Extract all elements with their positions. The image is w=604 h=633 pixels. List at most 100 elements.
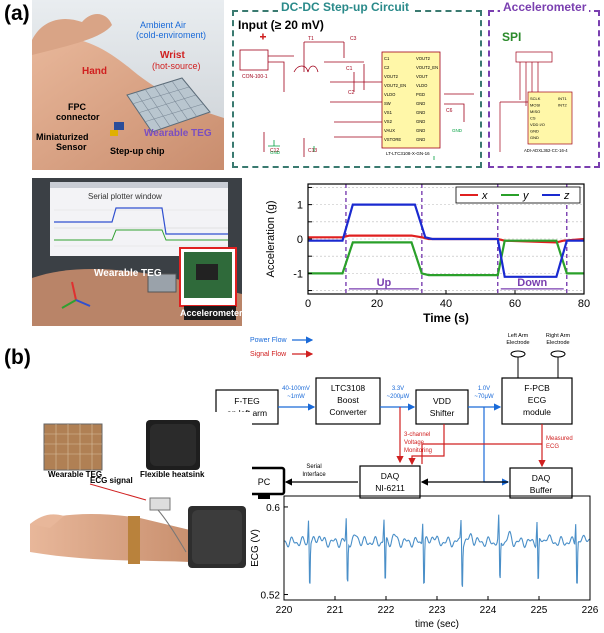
daq-buffer-block [509,467,573,499]
x-tick-label: 20 [371,298,383,310]
wrist-label: Wrist [160,50,185,61]
chip-pin-label: VS1 [384,110,393,115]
accel-title: Accelerometer [500,0,590,14]
ecg-y-tick-label: 0.52 [261,591,281,602]
pc-label: PC [258,477,271,487]
x-tick-label: 80 [578,298,590,310]
chip-pin-label: VLDO [384,92,396,97]
svg-text:C1: C1 [346,66,353,72]
voltage-line2: Voltage [404,440,425,446]
region-annotation: Up [377,277,392,289]
measured-line2: ECG [546,444,559,450]
dcdc-title: DC-DC Step-up Circuit [278,0,412,14]
y-tick-label: -1 [293,268,303,280]
x-tick-label: 40 [440,298,452,310]
accel-pin-label: VDD I/O [530,122,545,127]
serial-window-label: Serial plotter window [88,192,162,201]
buffer-line2: Buffer [530,485,553,495]
ecg-x-tick-label: 222 [378,605,395,616]
ecg-block-diagram: Power Flow Signal Flow F-TEG on left arm… [215,333,573,499]
setup-teg-label: Wearable TEG [94,268,162,279]
arrow1-power: ~1mW [287,394,305,400]
series-line-y [308,239,584,277]
chip-pin-label: VOUT [416,74,428,79]
wrist-photo-graphic [32,0,224,170]
teg-label: Wearable TEG [144,128,212,139]
x-axis-label: Time (s) [423,311,469,325]
arrow1-voltage: 40-100mV [282,386,310,392]
setup-photo-graphic [32,178,242,326]
chip-pin-label: GND [416,110,425,115]
chip-pin-label: SW [384,101,391,106]
voltage-line3: Monitoring [404,448,432,454]
ecg-x-tick-label: 220 [276,605,293,616]
chip-label: Step-up chip [110,146,165,156]
ecg-x-tick-label: 226 [582,605,599,616]
arm-photo: Wearable TEG Flexible heatsink ECG signa… [30,412,252,582]
chip-pin-label: GND [416,137,425,142]
gnd-label: GND [270,150,281,155]
ambient-sub-label: (cold-enviroment) [136,30,207,40]
ecg-x-axis-label: time (sec) [415,619,459,630]
accel-pin-label: SCLK [530,96,541,101]
legend-label-y: y [522,190,530,202]
ecg-x-tick-label: 224 [480,605,497,616]
spi-label: SPI [502,30,522,44]
adxl-chip [527,91,573,145]
arrow3-voltage: 1.0V [478,386,490,392]
chip-pin-label: VLDO [416,83,428,88]
fpcb-line3: module [523,407,551,417]
vdd-line1: VDD [433,396,451,406]
ecg-x-tick-label: 225 [531,605,548,616]
ltc-line2: Boost [337,395,359,405]
x-tick-label: 0 [305,298,311,310]
arrow2-voltage: 3.3V [392,386,404,392]
region-annotation: Down [517,277,547,289]
right-electrode-line2: Electrode [546,340,569,346]
ltc-chip-name: LT-LTC3108-X-GN-16 [386,151,430,156]
fteg-line1: F-TEG [234,396,260,406]
chip-pin-label: GND [416,119,425,124]
ecg-y-tick-label: 0.6 [266,503,280,514]
ecg-plot-frame [283,495,591,601]
daq-block [359,465,421,499]
accel-pin-label: GND [530,129,539,134]
svg-text:T1: T1 [308,36,314,42]
svg-text:C12: C12 [270,148,279,154]
panel-a-label: (a) [4,2,30,25]
fpcb-block [501,377,573,425]
serial-line2: Interface [302,472,326,478]
ecg-trace [283,514,591,587]
daq-line1: DAQ [381,471,400,481]
legend-label-z: z [563,190,570,202]
accel-pin-label: CS [530,116,536,121]
voltage-line1: 3-channel [404,432,430,438]
daq-line2: NI-6211 [375,483,405,493]
ecg-x-tick-label: 223 [429,605,446,616]
chip-pin-label: VOUT2_EN [416,65,438,70]
accel-pin-label: GND [530,135,539,140]
buffer-line1: DAQ [532,473,551,483]
gnd-label: GND [452,128,463,133]
chip-pin-label: PGD [416,92,425,97]
legend-label-x: x [481,190,488,202]
chip-pin-label: VOUT2 [384,74,399,79]
measured-line1: Measured [546,436,573,442]
ltc3108-block [315,377,381,425]
heatsink-label: Flexible heatsink [140,470,205,479]
ecg-signal-label: ECG signal [90,476,133,485]
vdd-shifter-block [415,389,469,425]
svg-text:C2: C2 [348,90,355,96]
adxl-chip-name: ADI-ADXL362-CC-16-4 [524,148,568,153]
accel-pin-label: MISO [530,109,540,114]
ltc-line1: LTC3108 [331,383,366,393]
arrow3-power: ~70μW [474,394,494,400]
sensor-label: Miniaturized [36,132,89,142]
fpcb-line2: ECG [528,395,546,405]
fpcb-line1: F-PCB [524,383,550,393]
sensor-sub-label: Sensor [56,142,87,152]
